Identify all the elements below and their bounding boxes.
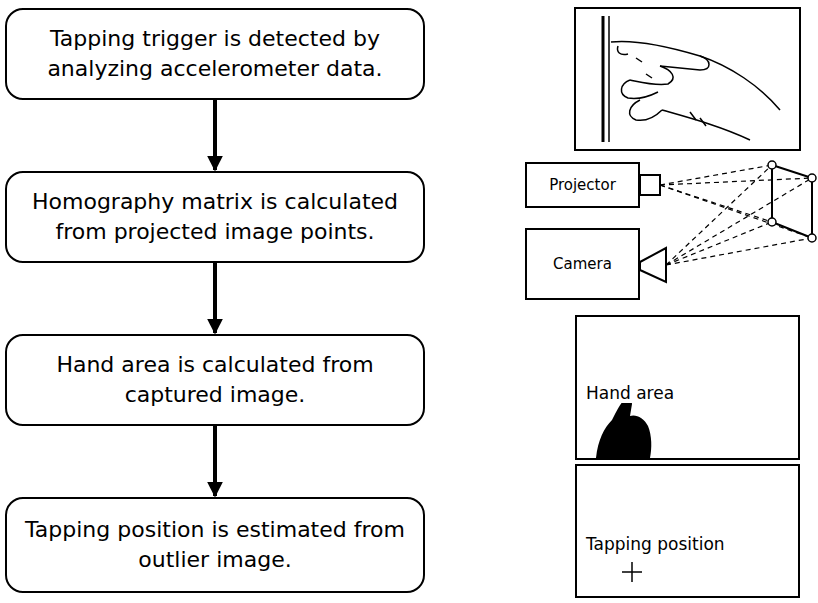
step-text: Tapping trigger is detected by analyzing… xyxy=(19,24,411,84)
flow-arrow xyxy=(213,263,217,333)
step-text: Tapping position is estimated from outli… xyxy=(19,515,411,575)
image-panel: Tapping position xyxy=(575,464,800,598)
flow-arrow xyxy=(213,426,217,496)
illustration-frame xyxy=(575,8,800,150)
step-text: Hand area is calculated from captured im… xyxy=(19,350,411,410)
hand-silhouette xyxy=(596,398,651,458)
process-box: Hand area is calculated from captured im… xyxy=(5,334,425,426)
flow-arrow xyxy=(213,100,217,170)
process-box: Tapping position is estimated from outli… xyxy=(5,497,425,593)
process-box: Tapping trigger is detected by analyzing… xyxy=(5,8,425,100)
panel-label: Tapping position xyxy=(585,534,726,554)
step-text: Homography matrix is calculated from pro… xyxy=(19,187,411,247)
camera-lens xyxy=(640,248,666,282)
hand-tapping-sketch xyxy=(603,16,780,142)
panel-label: Hand area xyxy=(585,383,675,403)
projected-plane xyxy=(772,165,812,238)
process-box: Homography matrix is calculated from pro… xyxy=(5,171,425,263)
tap-crosshair xyxy=(622,562,642,582)
device-label: Camera xyxy=(553,255,612,273)
device-label: Projector xyxy=(549,176,616,194)
projector-box: Projector xyxy=(525,162,640,208)
projection-rays xyxy=(660,165,812,265)
image-panel: Hand area xyxy=(575,315,800,460)
calibration-points xyxy=(768,161,816,242)
camera-box: Camera xyxy=(525,228,640,300)
projector-lens xyxy=(640,175,660,195)
